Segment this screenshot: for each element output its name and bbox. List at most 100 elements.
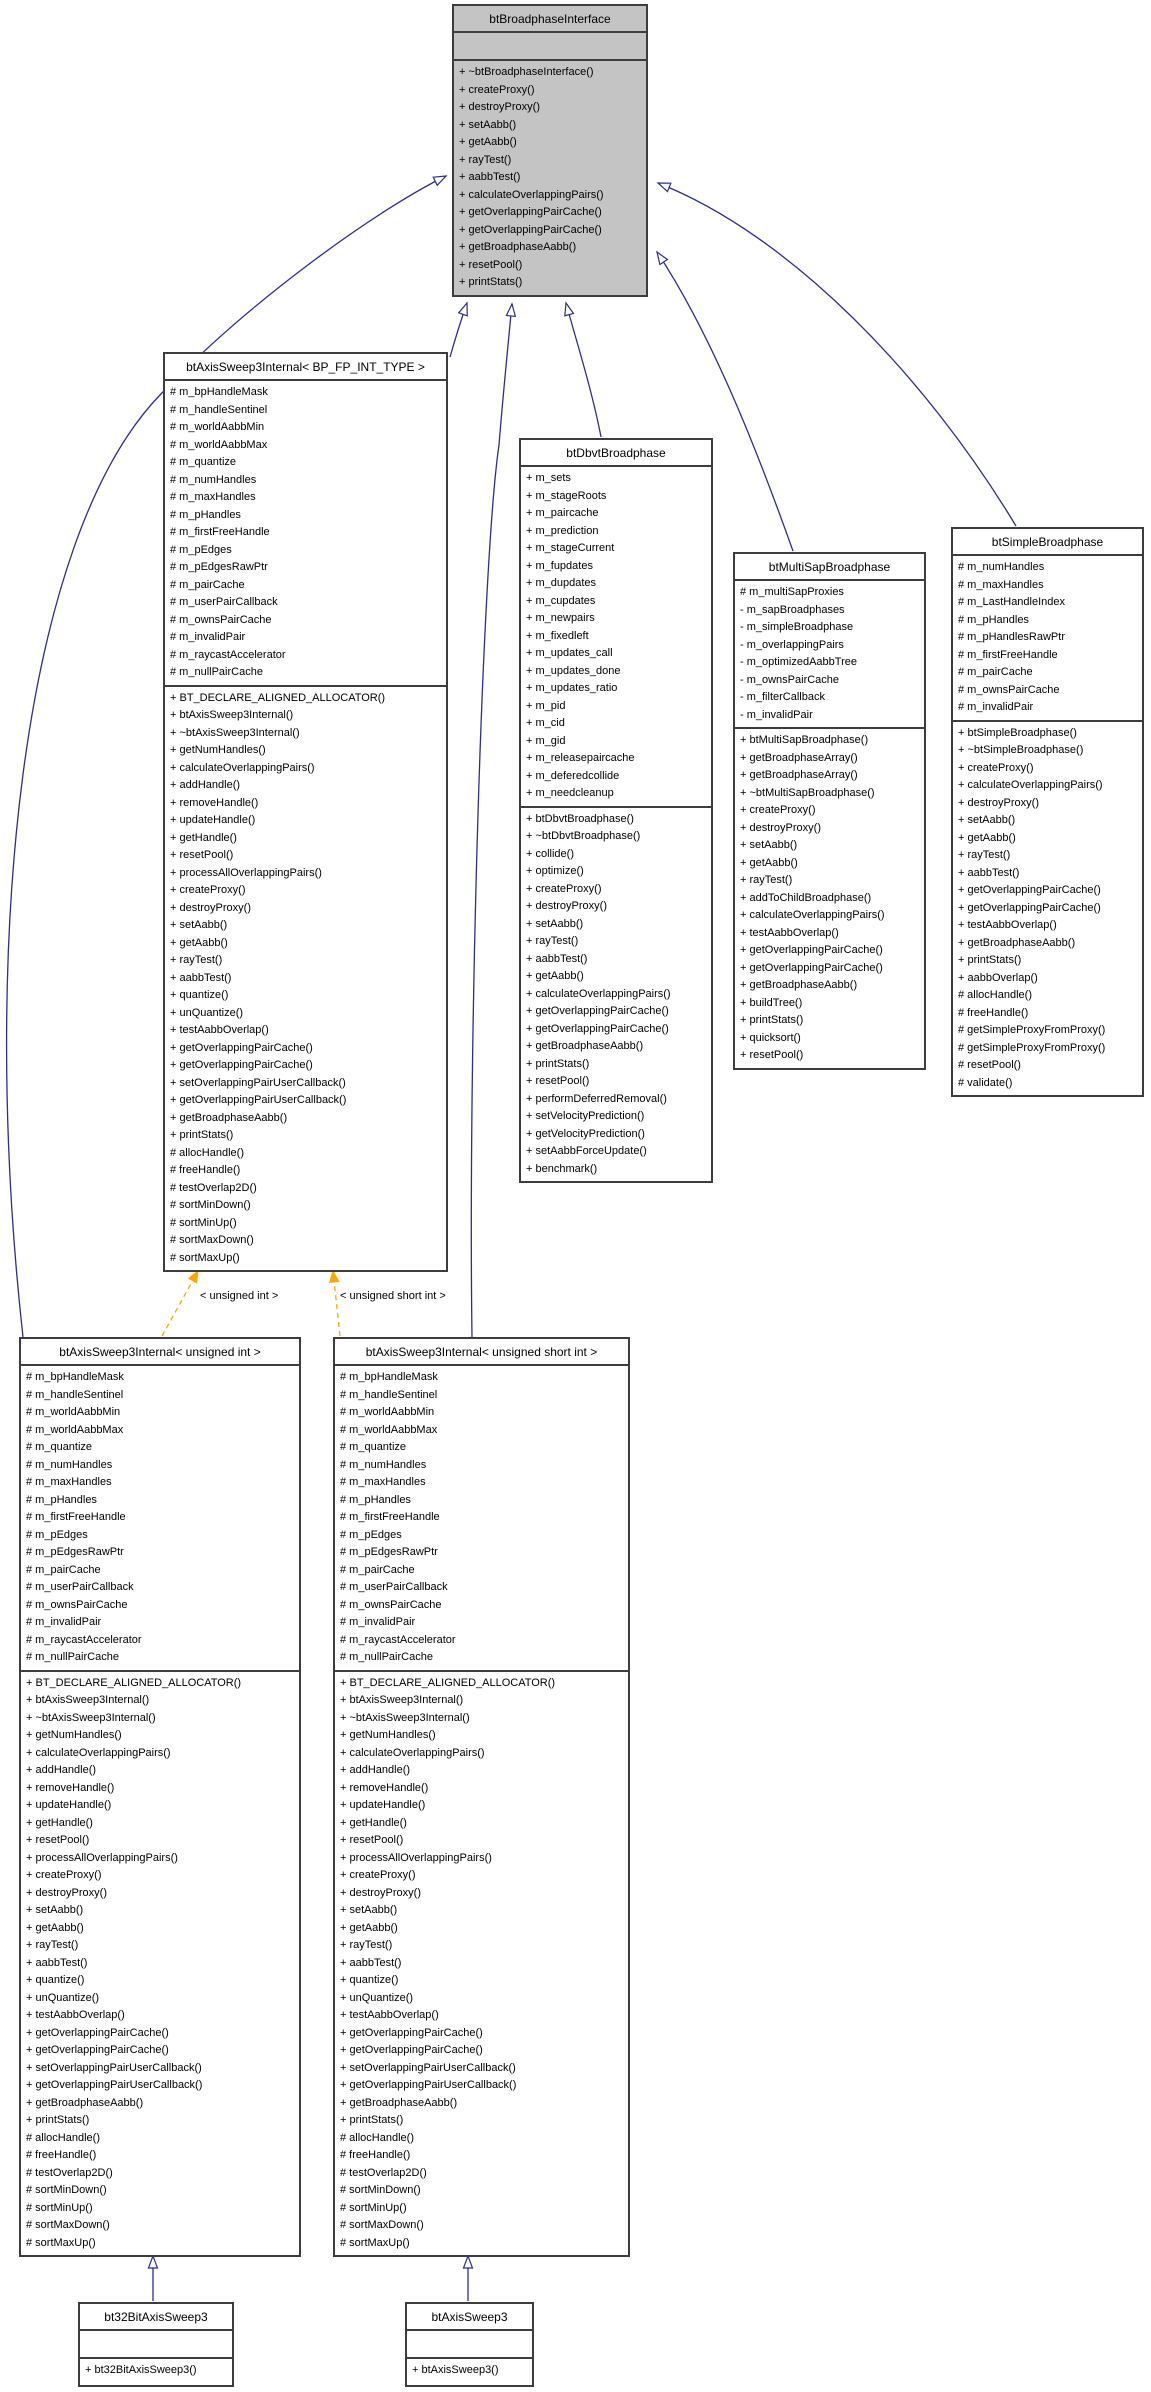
class-box-btmultisapbroadphase[interactable]: btMultiSapBroadphase # m_multiSapProxies…	[733, 552, 926, 1070]
member-row: # m_maxHandles	[958, 578, 1044, 591]
class-box-btaxissweep3internal-unsigned-int[interactable]: btAxisSweep3Internal< unsigned int > # m…	[19, 1337, 301, 2257]
member-row: + printStats()	[340, 2114, 404, 2126]
member-row: # m_LastHandleIndex	[958, 596, 1066, 608]
member-row: + benchmark()	[526, 1162, 598, 1175]
member-row: # m_raycastAccelerator	[340, 1633, 456, 1646]
class-box-btdbvtbroadphase[interactable]: btDbvtBroadphase + m_sets+ m_stageRoots+…	[519, 438, 713, 1183]
member-row: # m_pairCache	[958, 666, 1033, 678]
class-box-btbroadphaseinterface[interactable]: btBroadphaseInterface + ~btBroadphaseInt…	[452, 4, 648, 297]
attributes-section	[80, 2331, 232, 2359]
member-row: + m_cupdates	[526, 594, 596, 607]
member-row: + setAabb()	[526, 917, 584, 930]
member-row: # m_raycastAccelerator	[170, 648, 286, 661]
member-row: + aabbTest()	[340, 1956, 402, 1969]
member-row: # freeHandle()	[958, 1006, 1029, 1019]
member-row: + setAabb()	[26, 1904, 84, 1916]
member-row: + ~btMultiSapBroadphase()	[740, 786, 875, 799]
member-row: + calculateOverlappingPairs()	[459, 188, 604, 201]
edge-template-to-interface	[449, 301, 468, 358]
member-row: # m_nullPairCache	[26, 1651, 119, 1663]
member-row: # m_worldAabbMin	[170, 421, 265, 433]
member-row: # m_pEdges	[26, 1528, 88, 1541]
member-row: + rayTest()	[958, 849, 1011, 861]
member-row: + rayTest()	[170, 954, 223, 966]
class-box-btaxissweep3[interactable]: btAxisSweep3 + btAxisSweep3()	[405, 2302, 534, 2387]
member-row: + testAabbOverlap()	[340, 2009, 439, 2021]
member-row: + aabbTest()	[459, 171, 521, 183]
member-row: # m_handleSentinel	[26, 1388, 124, 1401]
class-box-btaxissweep3internal-template[interactable]: btAxisSweep3Internal< BP_FP_INT_TYPE > #…	[163, 352, 448, 1272]
instantiation-label-unsigned-short-int: < unsigned short int >	[340, 1290, 446, 1302]
member-row: + getOverlappingPairCache()	[459, 206, 602, 218]
member-row: # m_invalidPair	[340, 1616, 416, 1628]
class-box-bt32bitaxissweep3[interactable]: bt32BitAxisSweep3 + bt32BitAxisSweep3()	[78, 2302, 234, 2387]
member-row: # m_invalidPair	[170, 631, 246, 643]
member-row: # m_worldAabbMax	[170, 438, 268, 451]
member-row: + calculateOverlappingPairs()	[958, 779, 1103, 791]
member-row: + getBroadphaseAabb()	[740, 979, 858, 991]
member-row: + buildTree()	[740, 996, 803, 1009]
edge-uint-instantiates-template	[161, 1269, 199, 1337]
member-row: # testOverlap2D()	[170, 1181, 257, 1194]
member-row: + getOverlappingPairCache()	[459, 223, 602, 236]
member-row: + createProxy()	[526, 882, 602, 895]
member-row: # getSimpleProxyFromProxy()	[958, 1041, 1106, 1054]
member-row: + setAabb()	[958, 814, 1016, 826]
member-row: + m_stageRoots	[526, 489, 607, 502]
member-row: + processAllOverlappingPairs()	[170, 866, 322, 879]
class-box-btaxissweep3internal-unsigned-short-int[interactable]: btAxisSweep3Internal< unsigned short int…	[333, 1337, 630, 2257]
attributes-section: # m_bpHandleMask# m_handleSentinel# m_wo…	[335, 1366, 628, 1672]
class-title: btMultiSapBroadphase	[735, 554, 924, 581]
member-row: # sortMinUp()	[26, 2201, 93, 2214]
member-row: + removeHandle()	[170, 796, 259, 809]
member-row: # m_numHandles	[340, 1458, 427, 1471]
member-row: # m_bpHandleMask	[26, 1371, 124, 1383]
member-row: + quantize()	[26, 1974, 85, 1986]
edge-simple-to-interface	[656, 182, 1017, 527]
member-row: + m_deferedcollide	[526, 769, 620, 782]
class-title: btAxisSweep3Internal< unsigned int >	[21, 1339, 299, 1366]
member-row: + ~btSimpleBroadphase()	[958, 744, 1084, 756]
member-row: + rayTest()	[740, 874, 793, 886]
member-row: + getOverlappingPairCache()	[740, 944, 883, 956]
member-row: # m_pEdgesRawPtr	[340, 1546, 438, 1558]
member-row: + getAabb()	[740, 856, 798, 869]
member-row: + processAllOverlappingPairs()	[26, 1851, 178, 1864]
member-row: # allocHandle()	[958, 989, 1032, 1001]
member-row: + resetPool()	[740, 1049, 804, 1061]
attributes-section: # m_multiSapProxies- m_sapBroadphases- m…	[735, 581, 924, 729]
member-row: - m_optimizedAabbTree	[740, 656, 857, 668]
member-row: + rayTest()	[340, 1939, 393, 1951]
member-row: + updateHandle()	[170, 814, 256, 826]
member-row: + m_sets	[526, 472, 571, 484]
member-row: # m_invalidPair	[26, 1616, 102, 1628]
edge-multisap-to-interface	[656, 250, 794, 552]
member-row: # m_userPairCallback	[170, 596, 278, 608]
member-row: + m_needcleanup	[526, 787, 614, 799]
methods-section: + btSimpleBroadphase()+ ~btSimpleBroadph…	[953, 722, 1142, 1096]
member-row: # getSimpleProxyFromProxy()	[958, 1024, 1106, 1036]
member-row: + createProxy()	[26, 1869, 102, 1881]
member-row: + calculateOverlappingPairs()	[740, 909, 885, 921]
class-box-btsimplebroadphase[interactable]: btSimpleBroadphase # m_numHandles# m_max…	[951, 527, 1144, 1097]
member-row: # sortMaxUp()	[26, 2236, 96, 2249]
member-row: # m_firstFreeHandle	[170, 526, 270, 538]
member-row: + m_updates_done	[526, 664, 621, 677]
member-row: + getBroadphaseAabb()	[26, 2096, 144, 2109]
member-row: # m_worldAabbMax	[26, 1423, 124, 1436]
methods-section: + BT_DECLARE_ALIGNED_ALLOCATOR()+ btAxis…	[335, 1672, 628, 2256]
class-title: bt32BitAxisSweep3	[80, 2304, 232, 2331]
member-row: + destroyProxy()	[340, 1886, 421, 1899]
member-row: + m_cid	[526, 717, 565, 729]
member-row: # m_pHandles	[958, 613, 1029, 626]
member-row: + destroyProxy()	[958, 796, 1039, 809]
member-row: + BT_DECLARE_ALIGNED_ALLOCATOR()	[26, 1676, 242, 1689]
member-row: # m_numHandles	[170, 473, 257, 486]
member-row: + btAxisSweep3Internal()	[340, 1694, 464, 1706]
member-row: + setOverlappingPairUserCallback()	[26, 2061, 202, 2074]
edge-ushort-to-interface	[470, 302, 517, 1338]
member-row: # m_worldAabbMin	[340, 1406, 435, 1418]
member-row: + removeHandle()	[340, 1781, 429, 1794]
member-row: # m_userPairCallback	[340, 1581, 448, 1593]
